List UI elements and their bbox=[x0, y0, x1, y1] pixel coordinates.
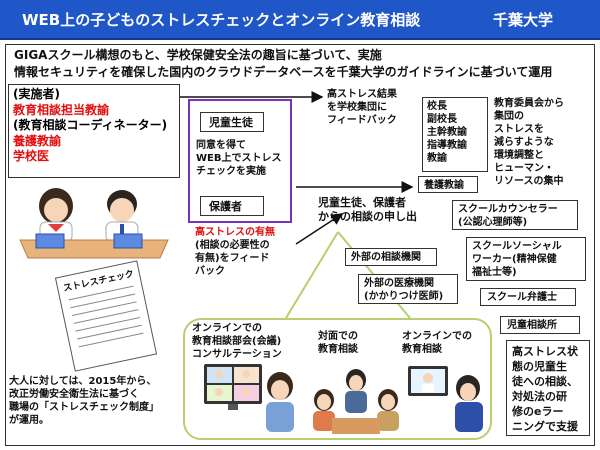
consult-request-text: 児童生徒、保護者 からの相談の申し出 bbox=[318, 196, 448, 224]
consult-request-line: からの相談の申し出 bbox=[318, 210, 417, 223]
elearning-line: 対処法の研 bbox=[512, 390, 567, 403]
staff-item: 教諭 bbox=[427, 153, 447, 164]
school-staff-box: 校長 副校長 主幹教諭 指導教諭 教諭 bbox=[422, 97, 488, 172]
intro-line-2: 情報セキュリティを確保した国内のクラウドデータベースを千葉大学のガイドラインに基… bbox=[14, 65, 553, 79]
students-illustration bbox=[19, 188, 169, 259]
implementer-item: 教育相談担当教諭 bbox=[13, 102, 110, 117]
organization-name: 千葉大学 bbox=[493, 11, 554, 29]
implementers-box: (実施者) 教育相談担当教諭 (教育相談コーディネーター) 養護教諭 学校医 bbox=[8, 84, 180, 178]
social-worker-line: 福祉士等) bbox=[472, 267, 517, 278]
board-text: 教育委員会から 集団の ストレスを 減らすような 環境調整と ヒューマン・ リソ… bbox=[494, 97, 592, 188]
student-box: 児童生徒 bbox=[200, 112, 264, 132]
face-to-face-text: 対面での 教育相談 bbox=[318, 330, 388, 356]
implementer-item: 学校医 bbox=[13, 149, 50, 163]
note-line: が運用。 bbox=[9, 415, 49, 426]
medical-box: 外部の医療機関 (かかりつけ医師) bbox=[358, 274, 458, 304]
elearning-line: 態の児童生 bbox=[512, 360, 567, 373]
board-line: 教育委員会から bbox=[494, 98, 564, 109]
online-consult-line: 教育相談 bbox=[402, 344, 442, 355]
board-line: 減らすような bbox=[494, 137, 554, 148]
header-bar bbox=[0, 0, 600, 40]
counselor-line: (公認心理師等) bbox=[458, 217, 528, 228]
child-center-box: 児童相談所 bbox=[500, 316, 580, 334]
intro-line-1: GIGAスクール構想のもと、学校保健安全法の趣旨に基づいて、実施 bbox=[14, 48, 382, 62]
elearning-box: 高ストレス状 態の児童生 徒への相談、 対処法の研 修のeラー ニングで支援 bbox=[506, 340, 590, 436]
content-frame bbox=[5, 44, 595, 446]
online-meeting-line: コンサルテーション bbox=[192, 349, 282, 360]
counselor-line: スクールカウンセラー bbox=[458, 204, 558, 215]
note-text: 大人に対しては、2015年から、 改正労働安全衛生法に基づく 職場の「ストレスチ… bbox=[9, 375, 181, 427]
board-line: 環境調整と bbox=[494, 150, 544, 161]
social-worker-line: ワーカー(精神保健 bbox=[472, 254, 557, 265]
board-line: リソースの集中 bbox=[494, 176, 564, 187]
elearning-line: 徒への相談、 bbox=[512, 375, 578, 388]
high-stress-text: 高ストレスの有無 (相談の必要性の 有無)をフィード バック bbox=[195, 226, 295, 278]
implementers-label: (実施者) bbox=[13, 87, 60, 101]
note-line: 職場の「ストレスチェック制度」 bbox=[9, 402, 159, 413]
intro-text: GIGAスクール構想のもと、学校保健安全法の趣旨に基づいて、実施 情報セキュリテ… bbox=[14, 47, 592, 81]
group-feedback-line: フィードバック bbox=[327, 115, 397, 126]
group-feedback-line: を学校集団に bbox=[327, 102, 387, 113]
counselor-box: スクールカウンセラー (公認心理師等) bbox=[452, 200, 578, 230]
online-meeting-line: オンラインでの bbox=[192, 323, 262, 334]
consent-text: 同意を得て WEB上でストレス チェックを実施 bbox=[196, 139, 288, 178]
face-to-face-line: 対面での bbox=[318, 331, 358, 342]
consult-request-line: 児童生徒、保護者 bbox=[318, 196, 406, 209]
board-line: 集団の bbox=[494, 111, 524, 122]
group-feedback-line: 高ストレス結果 bbox=[327, 89, 397, 100]
note-line: 改正労働安全衛生法に基づく bbox=[9, 389, 139, 400]
elearning-line: 高ストレス状 bbox=[512, 345, 578, 358]
implementer-item: 養護教諭 bbox=[13, 133, 62, 148]
consultation-illustrations bbox=[204, 364, 483, 434]
high-stress-line: 有無)をフィード bbox=[195, 253, 270, 264]
consent-line: WEB上でストレス bbox=[196, 153, 282, 164]
medical-line: (かかりつけ医師) bbox=[364, 291, 444, 302]
group-feedback-text: 高ストレス結果 を学校集団に フィードバック bbox=[327, 88, 423, 127]
high-stress-line: (相談の必要性の bbox=[195, 240, 270, 251]
medical-line: 外部の医療機関 bbox=[364, 278, 434, 289]
online-consult-text: オンラインでの 教育相談 bbox=[402, 330, 492, 356]
online-meeting-line: 教育相談部会(会議) bbox=[192, 336, 282, 347]
page-title: WEB上の子どものストレスチェックとオンライン教育相談 bbox=[22, 11, 421, 29]
social-worker-box: スクールソーシャル ワーカー(精神保健 福祉士等) bbox=[466, 237, 586, 281]
elearning-line: ニングで支援 bbox=[512, 420, 578, 433]
guardian-box: 保護者 bbox=[200, 196, 264, 216]
online-meeting-text: オンラインでの 教育相談部会(会議) コンサルテーション bbox=[192, 322, 302, 361]
high-stress-title: 高ストレスの有無 bbox=[195, 227, 275, 238]
implementer-item: (教育相談コーディネーター) bbox=[13, 118, 168, 132]
elearning-line: 修のeラー bbox=[512, 405, 564, 418]
board-line: ヒューマン・ bbox=[494, 163, 554, 174]
nurse-box: 養護教諭 bbox=[418, 176, 478, 193]
face-to-face-line: 教育相談 bbox=[318, 344, 358, 355]
online-consult-line: オンラインでの bbox=[402, 331, 472, 342]
social-worker-line: スクールソーシャル bbox=[472, 241, 562, 252]
staff-item: 副校長 bbox=[427, 114, 457, 125]
staff-item: 主幹教諭 bbox=[427, 127, 467, 138]
note-line: 大人に対しては、2015年から、 bbox=[9, 376, 157, 387]
staff-item: 指導教諭 bbox=[427, 140, 467, 151]
consent-line: 同意を得て bbox=[196, 140, 246, 151]
high-stress-line: バック bbox=[195, 266, 225, 277]
lawyer-box: スクール弁護士 bbox=[480, 288, 576, 306]
staff-item: 校長 bbox=[427, 101, 447, 112]
board-line: ストレスを bbox=[494, 124, 544, 135]
consent-line: チェックを実施 bbox=[196, 166, 266, 177]
external-consult-box: 外部の相談機関 bbox=[345, 248, 437, 266]
